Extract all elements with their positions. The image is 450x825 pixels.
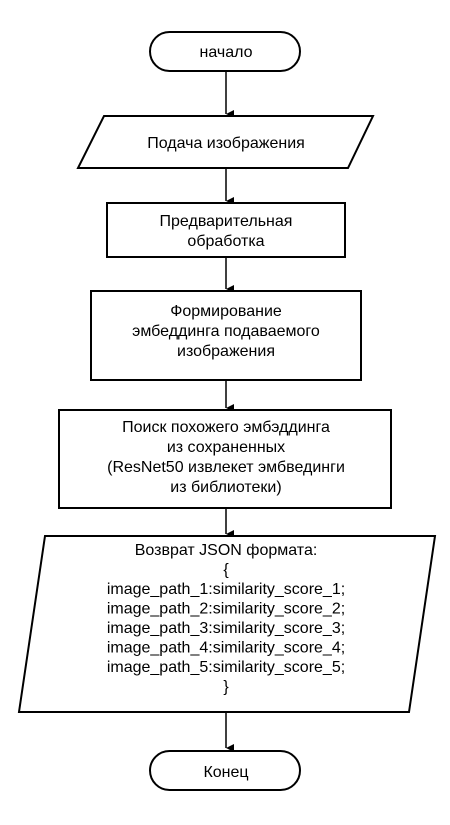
preprocess-text: Предварительная обработка — [160, 213, 293, 250]
embedding-line: эмбеддинга подаваемого — [132, 323, 320, 340]
search-line: из сохраненных — [167, 439, 285, 456]
output-line: image_path_1:similarity_score_1; — [107, 581, 345, 598]
output-line: Возврат JSON формата: — [135, 542, 318, 559]
embedding-line: Формирование — [170, 303, 282, 320]
input-label: Подача изображения — [147, 135, 305, 152]
search-line: Поиск похожего эмбэддинга — [122, 419, 330, 436]
start-terminator — [149, 31, 301, 72]
start-label: начало — [199, 44, 252, 61]
output-line: image_path_4:similarity_score_4; — [107, 640, 345, 657]
embedding-line: изображения — [177, 343, 275, 360]
end-label: Конец — [203, 764, 248, 781]
output-text: Возврат JSON формата: { image_path_1:simil… — [107, 542, 345, 696]
output-line: image_path_3:similarity_score_3; — [107, 620, 345, 637]
output-line: image_path_2:similarity_score_2; — [107, 601, 345, 618]
preprocess-line: обработка — [187, 233, 264, 250]
preprocess-line: Предварительная — [160, 213, 293, 230]
search-box — [58, 409, 392, 509]
search-text: Поиск похожего эмбэддинга из сохраненных (… — [107, 419, 345, 496]
output-line: image_path_5:similarity_score_5; — [107, 659, 345, 676]
output-line: { — [223, 562, 229, 579]
output-line: } — [223, 679, 229, 696]
embedding-box — [90, 290, 362, 381]
input-parallelogram — [76, 115, 375, 169]
preprocess-box — [106, 202, 346, 258]
output-parallelogram — [17, 535, 437, 713]
search-line: из библиотеки) — [170, 479, 281, 496]
embedding-text: Формирование эмбеддинга подаваемого изобра… — [132, 303, 320, 360]
end-terminator — [149, 750, 301, 791]
search-line: (ResNet50 извлекет эмбвединги — [107, 459, 345, 476]
